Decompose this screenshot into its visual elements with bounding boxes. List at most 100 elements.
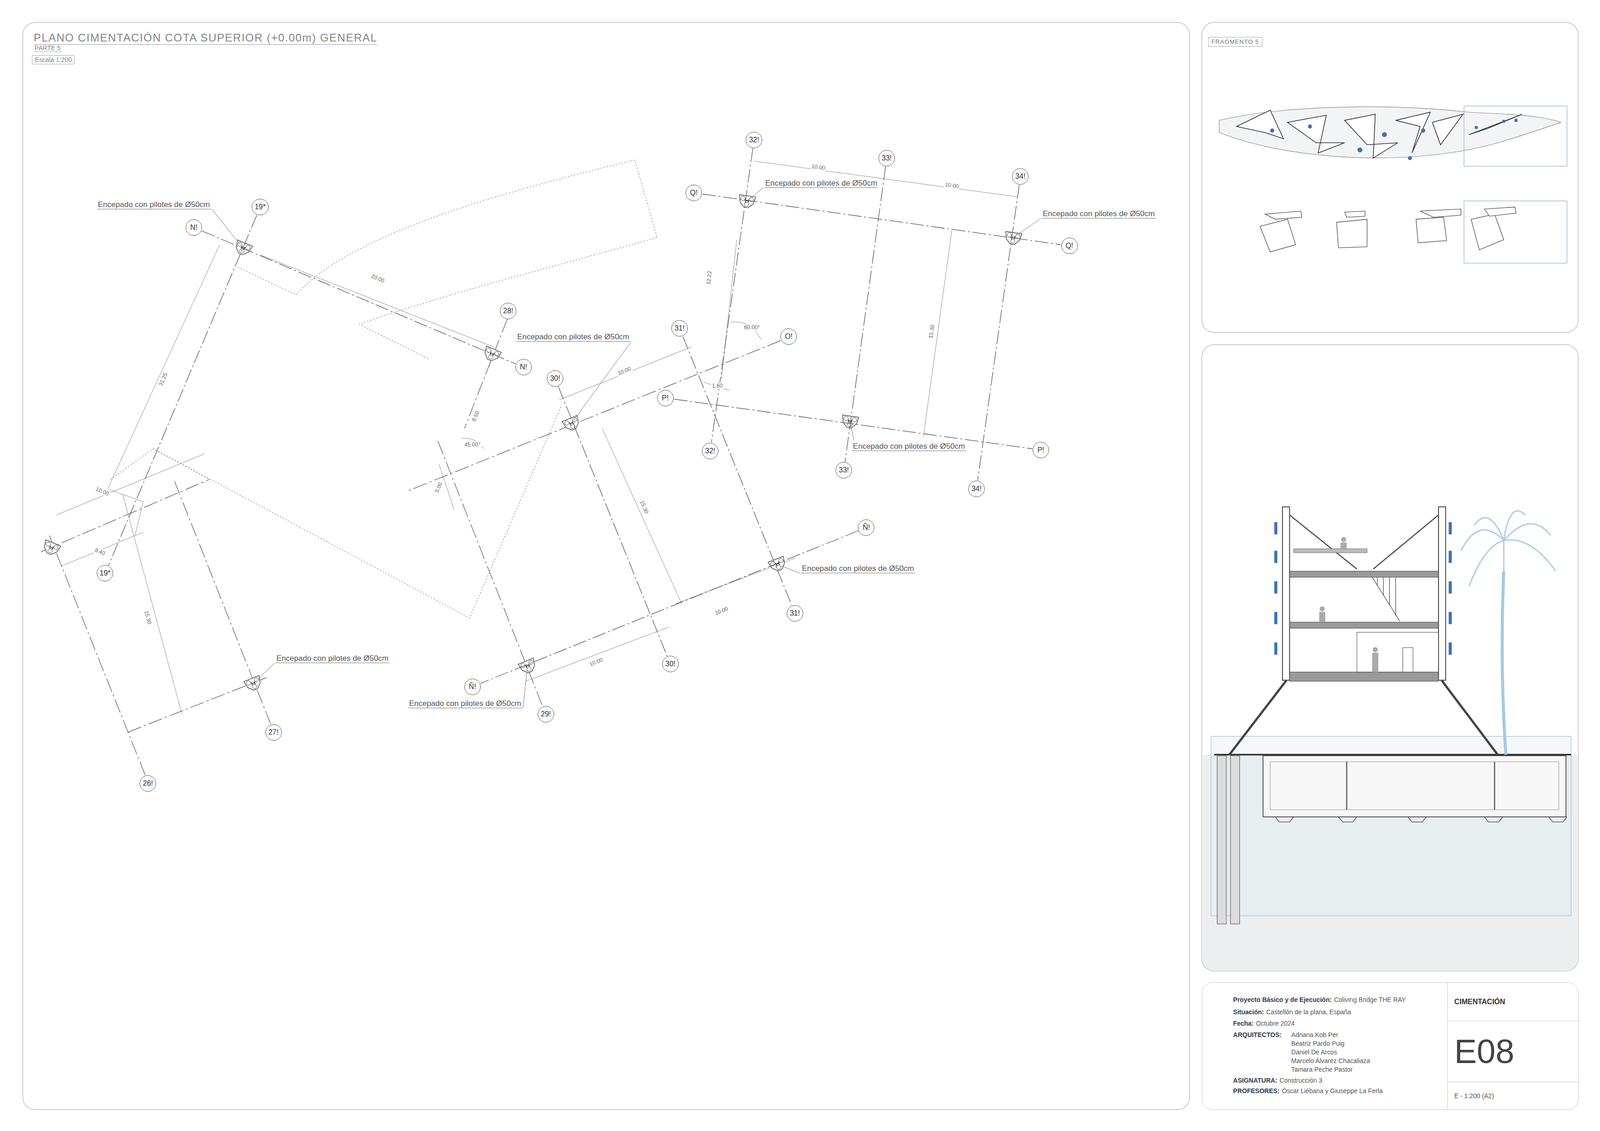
grid-axis — [702, 193, 1061, 245]
fragment-sketch — [1236, 110, 1523, 159]
fragment-sketch — [1381, 132, 1388, 138]
grid-axis — [673, 399, 1033, 449]
dimension-value: 60.00° — [742, 324, 761, 331]
field-value: Octubre 2024 — [1256, 1019, 1295, 1028]
fragment-sketch — [1474, 125, 1478, 130]
fragment-sketch — [1357, 147, 1363, 153]
dimension-line — [122, 494, 182, 715]
fragment-sketch — [1484, 207, 1517, 217]
sheet-number: E08 — [1454, 1033, 1515, 1071]
section-drawing — [1262, 755, 1566, 817]
pile-cap — [737, 194, 756, 209]
grid-label: 33! — [881, 154, 892, 163]
grid-label: 28! — [503, 306, 514, 316]
section-drawing — [1372, 652, 1379, 672]
dimension-line — [559, 346, 692, 400]
pile-cap — [41, 194, 1022, 693]
grid-bubble: Ñ! — [857, 519, 875, 536]
title-row: Marcelo Alvarez Chacaliaza — [1291, 1057, 1371, 1065]
title-row: ARQUITECTOS:Adriana Kob Per — [1233, 1031, 1339, 1039]
grid-label: 31! — [674, 324, 685, 333]
grid-bubble: Q! — [1061, 237, 1078, 255]
dimension-line — [107, 244, 220, 490]
fragment-sketch — [1395, 112, 1431, 153]
section-drawing — [1448, 522, 1452, 535]
grid-bubble: 30! — [546, 370, 564, 387]
section-drawing — [1503, 540, 1505, 572]
section-drawing — [1229, 680, 1287, 755]
sheet-frame — [22, 22, 1579, 1110]
grid-axis — [711, 148, 754, 443]
dimension-line — [753, 161, 1018, 197]
grid-axis — [977, 185, 1020, 481]
field-value: Marcelo Alvarez Chacaliaza — [1291, 1057, 1371, 1065]
pile-cap-note: Encepado con pilotes de Ø50cm — [275, 654, 390, 664]
grid-label: 30! — [550, 374, 561, 383]
leader-line — [255, 663, 275, 681]
section-drawing — [1356, 632, 1439, 672]
grid-bubble: 27! — [265, 724, 282, 741]
leader-line — [780, 565, 800, 574]
section-drawing — [1201, 344, 1579, 972]
section-drawing — [1460, 529, 1504, 551]
grid-label: 29! — [540, 710, 551, 719]
dimension-value: 10.00 — [616, 365, 633, 378]
dimension-line — [525, 627, 669, 682]
footprint-outline — [110, 160, 658, 619]
section-drawing — [1214, 753, 1572, 756]
pile-cap-note: Encepado con pilotes de Ø50cm — [1041, 209, 1156, 219]
fragment-sketch — [1432, 114, 1463, 145]
sheet-scale-cell: E - 1:200 (A2) — [1447, 1081, 1579, 1110]
dimension-value: 15.30 — [927, 323, 936, 340]
grid-bubble: 34! — [1012, 168, 1029, 185]
dimension-value: 20.00 — [369, 272, 386, 285]
section-drawing — [1438, 506, 1446, 681]
footprint-outline — [153, 405, 562, 619]
grid-label: 19* — [99, 569, 111, 578]
dimension-value: 31.25 — [157, 371, 170, 388]
section-drawing — [1274, 612, 1278, 625]
fragment-label: FRAGMENTO 5 — [1211, 38, 1260, 46]
section-drawing — [1217, 755, 1227, 925]
grid-label: 34! — [971, 484, 982, 494]
section-drawing — [1289, 672, 1439, 682]
grid-bubble: 32! — [701, 442, 719, 460]
section-drawing — [1460, 510, 1556, 755]
dimension-line — [56, 453, 205, 515]
field-name: Proyecto Básico y de Ejecución: — [1233, 996, 1332, 1004]
field-value: Adriana Kob Per — [1291, 1031, 1339, 1039]
grid-bubble: 31! — [786, 605, 804, 622]
dimension-line — [56, 161, 1018, 714]
grid-bubble: 30! — [662, 655, 679, 673]
sheet-section-cell: CIMENTACIÓN — [1447, 982, 1579, 1021]
section-drawing — [1448, 550, 1452, 564]
pile-cap-note: Encepado con pilotes de Ø50cm — [800, 564, 915, 574]
grid-axis — [682, 336, 792, 606]
sheet-tag: PARTE 5 — [33, 44, 62, 52]
grid-axis-line — [464, 319, 508, 429]
grid-axis — [202, 230, 516, 364]
drawing-title: PLANO CIMENTACIÓN COTA SUPERIOR (+0.00m)… — [33, 31, 378, 45]
section-drawing — [1230, 755, 1240, 925]
section-drawing — [1469, 540, 1504, 587]
pile-cap-note: Encepado con pilotes de Ø50cm — [764, 178, 879, 188]
grid-bubble: 33! — [878, 150, 895, 167]
field-value: Beatriz Pardo Puig — [1291, 1039, 1345, 1048]
leader-line — [1016, 218, 1041, 236]
grid-bubble: N! — [515, 358, 532, 376]
fragment-sketch — [1287, 115, 1345, 154]
sheet-tag: Escala 1:200 — [31, 55, 75, 65]
sheet-frame — [22, 22, 1190, 1110]
dimension-line — [923, 229, 953, 437]
dimension-value: 5.00 — [433, 480, 444, 495]
field-value: Construcción 3 — [1279, 1076, 1323, 1085]
section-drawing — [1503, 540, 1556, 572]
section-drawing — [1319, 606, 1325, 612]
section-drawing — [1319, 536, 1379, 672]
grid-axis-line — [173, 479, 271, 725]
dimension-line — [602, 428, 682, 604]
section-drawing — [1319, 612, 1325, 623]
fragment-sketch — [1265, 211, 1303, 220]
grid-bubble: 19* — [251, 198, 269, 216]
